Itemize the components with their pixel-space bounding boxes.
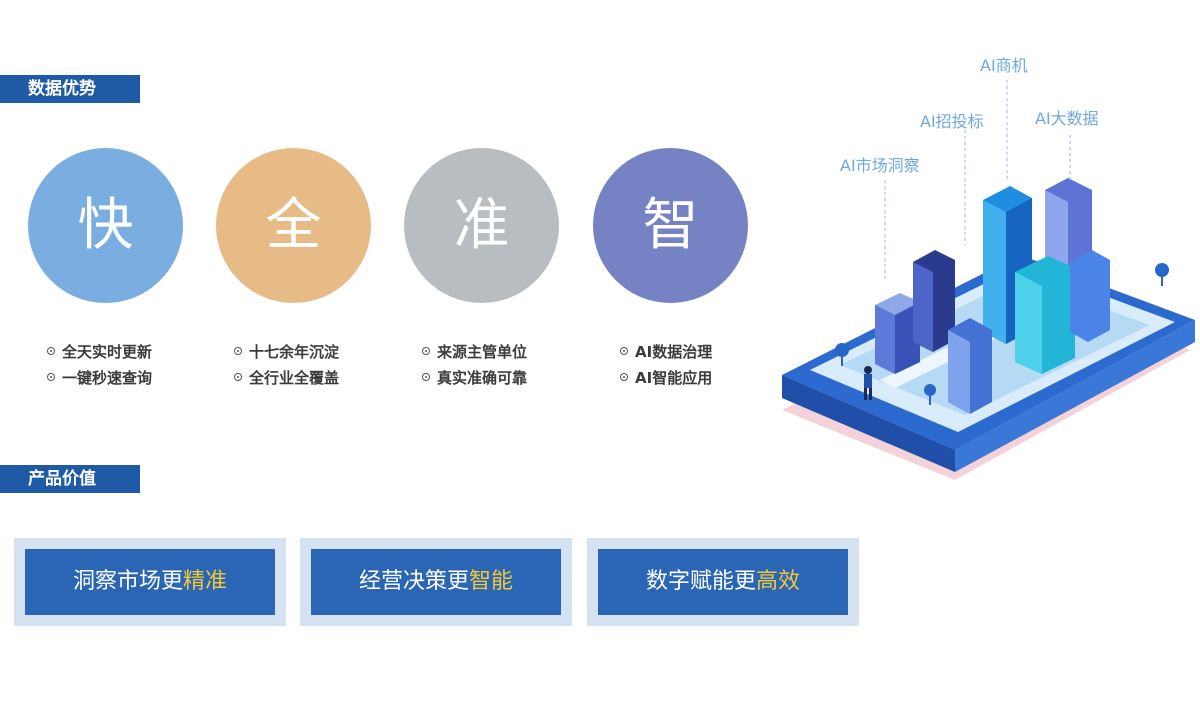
feature-item: 全天实时更新 (47, 338, 152, 364)
bullet-icon (620, 347, 628, 355)
bullet-icon (234, 373, 242, 381)
ai-label-bigdata: AI大数据 (1035, 109, 1099, 128)
feature-text: AI智能应用 (635, 368, 713, 387)
value-card-empower: 数字赋能更高效 (587, 538, 859, 626)
feature-text: 全天实时更新 (62, 342, 153, 361)
ai-label-opportunity: AI商机 (980, 56, 1028, 75)
pillar-features-accurate: 来源主管单位 真实准确可靠 (422, 338, 527, 390)
bullet-icon (234, 347, 242, 355)
pillar-features-fast: 全天实时更新 一键秒速查询 (47, 338, 152, 390)
value-text: 经营决策更 (358, 569, 469, 594)
value-highlight: 高效 (756, 569, 801, 594)
feature-text: 全行业全覆盖 (249, 368, 340, 387)
smart-city-illustration: AI商机 AI招投标 AI大数据 AI市场洞察 (770, 40, 1200, 500)
feature-text: 真实准确可靠 (437, 368, 528, 387)
pillar-features-smart: AI数据治理 AI智能应用 (620, 338, 712, 390)
bullet-icon (422, 373, 430, 381)
feature-text: 一键秒速查询 (62, 368, 153, 387)
feature-item: 十七余年沉淀 (234, 338, 339, 364)
section-title-advantages: 数据优势 (0, 75, 140, 103)
bullet-icon (620, 373, 628, 381)
value-text: 数字赋能更 (645, 569, 756, 594)
feature-text: 十七余年沉淀 (249, 342, 340, 361)
value-card-decision: 经营决策更智能 (300, 538, 572, 626)
pillar-circle-accurate: 准 (404, 148, 559, 303)
value-card-insight: 洞察市场更精准 (14, 538, 286, 626)
feature-text: 来源主管单位 (437, 342, 528, 361)
bullet-icon (422, 347, 430, 355)
feature-item: 真实准确可靠 (422, 364, 527, 390)
feature-item: 来源主管单位 (422, 338, 527, 364)
pillar-circle-fast: 快 (28, 148, 183, 303)
ai-label-market: AI市场洞察 (840, 156, 920, 175)
value-highlight: 精准 (183, 569, 228, 594)
pillar-circle-complete: 全 (216, 148, 371, 303)
feature-item: 一键秒速查询 (47, 364, 152, 390)
value-highlight: 智能 (469, 569, 514, 594)
ai-label-bidding: AI招投标 (920, 112, 984, 131)
bullet-icon (47, 347, 55, 355)
building-group (875, 178, 1110, 414)
pillar-features-complete: 十七余年沉淀 全行业全覆盖 (234, 338, 339, 390)
feature-text: AI数据治理 (635, 342, 713, 361)
feature-item: AI智能应用 (620, 364, 712, 390)
value-text: 洞察市场更 (72, 569, 183, 594)
bullet-icon (47, 373, 55, 381)
pillar-circle-smart: 智 (593, 148, 748, 303)
section-title-value: 产品价值 (0, 465, 140, 493)
feature-item: AI数据治理 (620, 338, 712, 364)
feature-item: 全行业全覆盖 (234, 364, 339, 390)
city-phone-graphic (782, 80, 1195, 480)
